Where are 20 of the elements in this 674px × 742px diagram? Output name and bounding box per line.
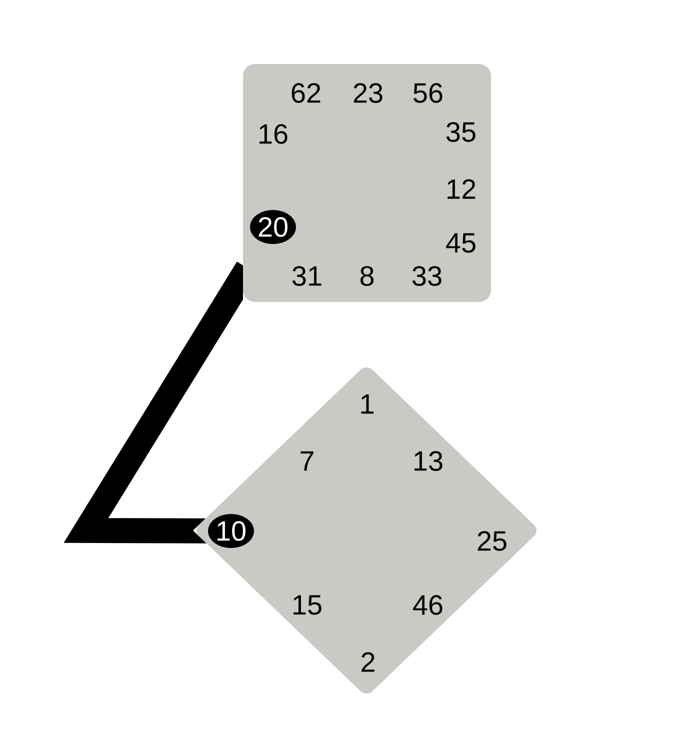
number-label: 45: [446, 233, 476, 253]
number-label: 25: [478, 531, 506, 551]
number-label: 33: [412, 266, 442, 286]
number-label: 13: [414, 451, 442, 471]
number-label: 23: [354, 83, 382, 103]
number-badge: 10: [208, 514, 254, 548]
number-label: 1: [361, 394, 374, 414]
connector-line: [64, 262, 243, 544]
number-label: 15: [294, 595, 322, 615]
number-label: 12: [448, 179, 476, 199]
number-badge: 20: [250, 210, 296, 244]
number-label: 7: [300, 451, 314, 471]
number-label: 8: [360, 266, 374, 286]
number-label: 46: [413, 595, 442, 615]
number-label: 16: [260, 124, 288, 144]
number-label: 2: [362, 652, 374, 672]
number-label: 62: [292, 83, 320, 103]
number-label: 56: [414, 83, 442, 103]
number-label: 35: [446, 122, 476, 142]
number-label: 31: [292, 266, 322, 286]
